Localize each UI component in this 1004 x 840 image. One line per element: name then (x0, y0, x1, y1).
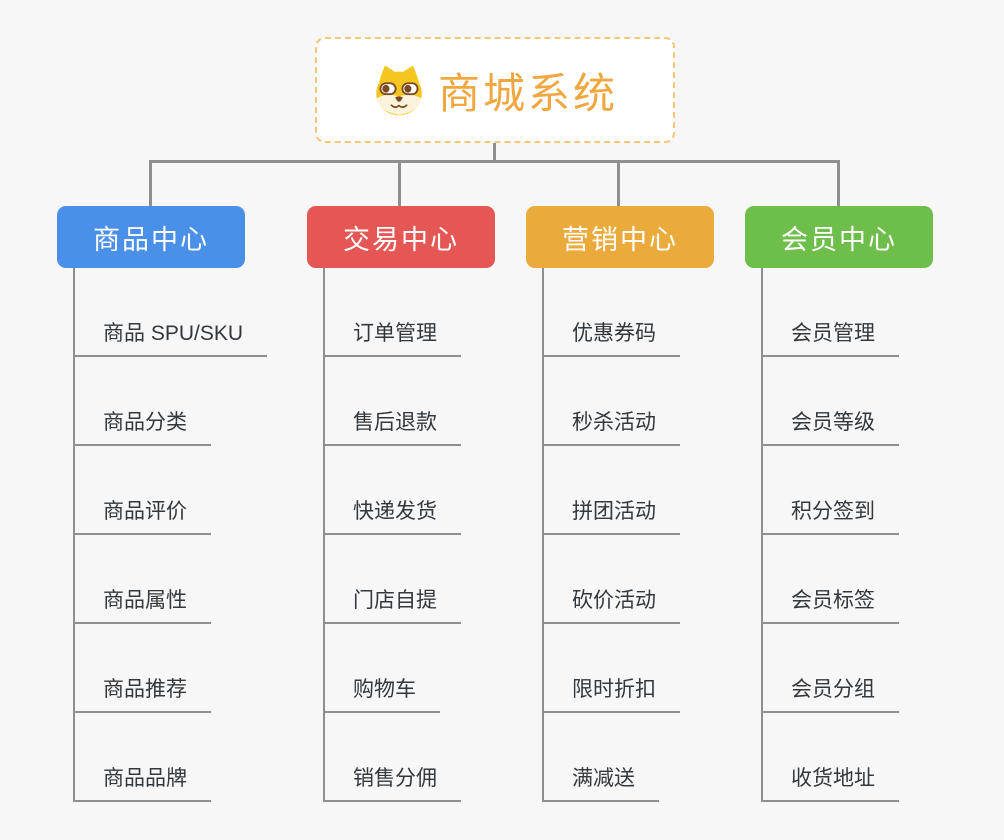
connector-drop-member (837, 160, 840, 206)
connector-drop-trade (398, 160, 401, 206)
branch-node-member[interactable]: 会员中心 (745, 206, 933, 268)
connector-drop-marketing (617, 160, 620, 206)
branch-trunk-line (761, 268, 763, 802)
branch-trunk-line (73, 268, 75, 802)
child-node[interactable]: 购物车 (323, 675, 440, 713)
connector-drop-product (149, 160, 152, 206)
child-node[interactable]: 商品评价 (73, 497, 211, 535)
branch-node-marketing[interactable]: 营销中心 (526, 206, 714, 268)
child-node[interactable]: 快递发货 (323, 497, 461, 535)
child-node[interactable]: 商品品牌 (73, 764, 211, 802)
root-title: 商城系统 (437, 69, 618, 117)
child-node[interactable]: 售后退款 (323, 408, 461, 446)
child-node[interactable]: 商品分类 (73, 408, 211, 446)
child-node[interactable]: 优惠券码 (542, 319, 680, 357)
branch-trunk-line (542, 268, 544, 802)
branch-product-center: 商品中心 商品 SPU/SKU 商品分类 商品评价 商品属性 商品推荐 商品品牌 (57, 206, 307, 816)
dog-face-icon (372, 63, 426, 117)
child-node[interactable]: 限时折扣 (542, 675, 680, 713)
branch-trade-center: 交易中心 订单管理 售后退款 快递发货 门店自提 购物车 销售分佣 (307, 206, 557, 816)
branch-trunk-line (323, 268, 325, 802)
child-node[interactable]: 秒杀活动 (542, 408, 680, 446)
child-node[interactable]: 门店自提 (323, 586, 461, 624)
child-node[interactable]: 会员等级 (761, 408, 899, 446)
child-node[interactable]: 拼团活动 (542, 497, 680, 535)
child-node[interactable]: 满减送 (542, 764, 659, 802)
child-node[interactable]: 销售分佣 (323, 764, 461, 802)
child-node[interactable]: 商品属性 (73, 586, 211, 624)
branch-member-center: 会员中心 会员管理 会员等级 积分签到 会员标签 会员分组 收货地址 (745, 206, 995, 816)
child-node[interactable]: 会员管理 (761, 319, 899, 357)
branch-node-product[interactable]: 商品中心 (57, 206, 245, 268)
child-node[interactable]: 订单管理 (323, 319, 461, 357)
child-node[interactable]: 收货地址 (761, 764, 899, 802)
connector-root-stub (493, 143, 496, 162)
child-node[interactable]: 会员标签 (761, 586, 899, 624)
root-node[interactable]: 商城系统 (315, 37, 675, 143)
child-node[interactable]: 会员分组 (761, 675, 899, 713)
branch-node-trade[interactable]: 交易中心 (307, 206, 495, 268)
connector-bus (149, 160, 840, 163)
branch-marketing-center: 营销中心 优惠券码 秒杀活动 拼团活动 砍价活动 限时折扣 满减送 (526, 206, 776, 816)
child-node[interactable]: 积分签到 (761, 497, 899, 535)
child-node[interactable]: 商品 SPU/SKU (73, 319, 268, 357)
child-node[interactable]: 商品推荐 (73, 675, 211, 713)
child-node[interactable]: 砍价活动 (542, 586, 680, 624)
